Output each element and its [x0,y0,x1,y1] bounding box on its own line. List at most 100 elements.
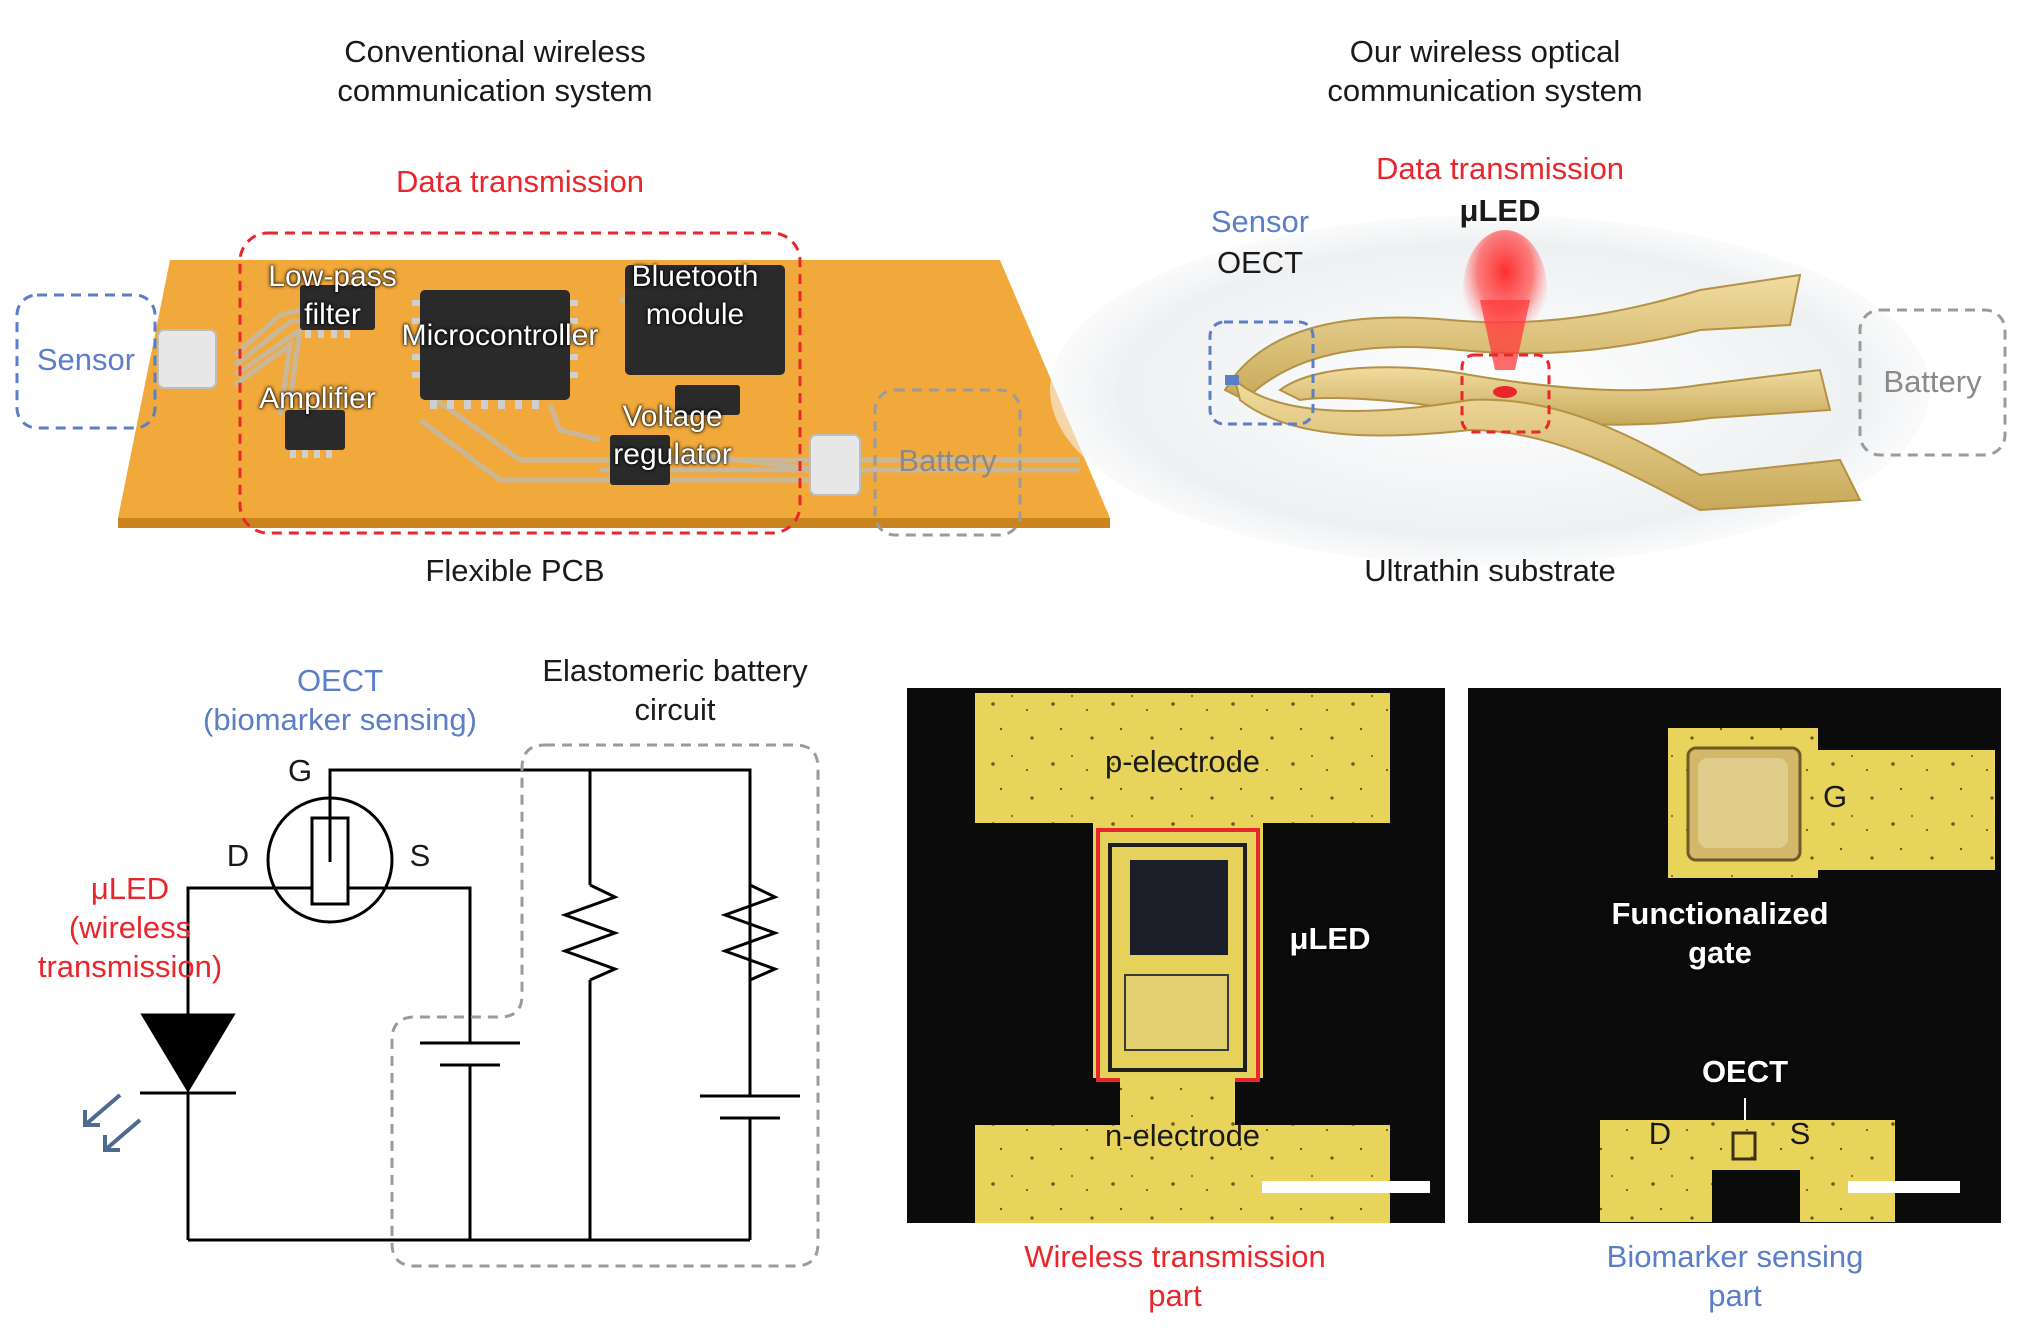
p-electrode-label: p-electrode [1104,744,1261,779]
amplifier-chip [285,410,345,450]
battery-circuit-outline [390,743,820,1268]
drain-wire [186,886,312,1015]
bluetooth-module-label: Bluetooth module [610,258,780,333]
source-wire [348,886,472,1043]
panel-e [1468,688,2001,1223]
pcb-edge [118,518,1110,528]
uled-lower-contact [1124,974,1229,1051]
voltage-regulator-label: Voltage regulator [590,398,755,473]
low-pass-filter-label-line1: Low-pass [268,260,397,293]
chip-pins [290,300,578,458]
panel-d-caption-line2: part [1148,1277,1202,1313]
n-electrode-neck [1120,1078,1235,1128]
uled-box [1460,353,1551,434]
battery-connector [809,434,861,496]
panel-b [1050,215,2007,565]
microcontroller-label: Microcontroller [401,319,599,352]
panel-c-uled-label-line3: transmission) [37,948,223,984]
bluetooth-chip [625,265,785,375]
panel-c-oect-label-line2: (biomarker sensing) [203,701,477,737]
oect-box [1208,320,1315,426]
uled-chip [1493,386,1517,398]
n-electrode-label: n-electrode [1104,1118,1261,1153]
panel-e-caption-line1: Biomarker sensing [1606,1239,1864,1274]
panel-a-title: Conventional wireless communication syst… [330,33,660,111]
uled-light-glow [1463,230,1547,350]
p-electrode-pad [975,693,1390,823]
panel-c-uled-label-line2: (wireless [68,909,192,945]
panel-c-battery-circuit-label-line1: Elastomeric battery [542,653,808,688]
panel-e-caption-line2: part [1708,1277,1762,1313]
panel-c-oect-label: OECT (biomarker sensing) [190,662,490,740]
source-terminal-label: S [409,838,431,873]
panel-a-caption: Flexible PCB [425,553,605,588]
battery-box-b [1858,308,2007,457]
amplifier-label: Amplifier [259,382,376,415]
gate-wire [328,768,752,1240]
functionalized-gate-label: Functionalized gate [1590,895,1850,973]
battery-box [873,388,1022,537]
panel-b-title-line2: communication system [1327,72,1643,108]
panel-e-caption: Biomarker sensing part [1560,1238,1910,1316]
panel-d-caption-line1: Wireless transmission [1024,1239,1326,1274]
scale-bar-d [1262,1181,1430,1193]
resistor-1 [560,883,620,982]
bluetooth-module-label-line1: Bluetooth [631,260,759,293]
gate-terminal-label: G [287,753,313,788]
sensor-connector [157,329,217,389]
panel-e-source-label: S [1789,1116,1811,1151]
panel-a-title-line2: communication system [337,72,653,108]
panel-b-sensor-label: Sensor [1210,204,1310,239]
emission-arrows [83,1093,142,1152]
voltage-regulator-chip [610,435,670,485]
panel-c-uled-label-line1: μLED [90,871,170,906]
panel-c-uled-label: μLED (wireless transmission) [30,870,230,986]
panel-c-oect-label-line1: OECT [296,663,384,698]
panel-a-battery-label: Battery [898,443,997,478]
drain-terminal-label: D [226,838,250,873]
panel-b-oect-label: OECT [1216,245,1304,280]
resistor-2 [720,883,780,982]
uled-active-area [1108,843,1247,1072]
voltage-regulator-label-line2: regulator [613,437,732,471]
data-transmission-box [238,231,802,535]
panel-b-caption: Ultrathin substrate [1364,553,1616,588]
panel-e-oect-label: OECT [1701,1054,1789,1089]
panel-b-data-transmission-label: Data transmission [1375,151,1625,186]
uled-dark-region [1130,860,1228,955]
panel-c-battery-circuit-label: Elastomeric battery circuit [525,652,825,730]
panel-b-battery-label: Battery [1883,364,1982,399]
low-pass-filter-chip [300,285,375,330]
functionalized-gate-label-line1: Functionalized [1611,896,1829,931]
panel-e-drain-label: D [1648,1116,1672,1151]
panel-e-gate-label: G [1822,779,1848,814]
panel-c [83,743,820,1268]
panel-d-caption: Wireless transmission part [1000,1238,1350,1316]
low-pass-filter-label: Low-pass filter [250,258,415,333]
panel-b-uled-label: μLED [1459,193,1541,228]
oect-device [1225,375,1239,385]
bluetooth-module-label-line2: module [645,297,745,331]
panel-b-title-line1: Our wireless optical [1349,34,1621,69]
scale-bar-e [1848,1181,1960,1193]
panel-c-battery-circuit-label-line2: circuit [634,691,716,727]
panel-b-title: Our wireless optical communication syste… [1300,33,1670,111]
panel-a-title-line1: Conventional wireless [344,34,646,69]
low-pass-filter-label-line2: filter [304,297,361,331]
panel-d [907,688,1445,1223]
microcontroller-chip [420,290,570,400]
small-chip [675,385,740,415]
gate-electrode-arm [1810,750,1995,870]
panel-a [15,231,1110,537]
sensor-box [15,293,157,430]
panel-d-uled-label: μLED [1289,921,1371,956]
uled-diode-symbol [140,1013,236,1093]
oect-channel-micro [1731,1131,1757,1161]
uled-light-cone [1480,300,1530,370]
drain-source-electrodes [1600,1120,1895,1222]
panel-a-data-transmission-label: Data transmission [395,164,645,199]
panel-a-sensor-label: Sensor [36,342,136,377]
n-electrode-pad [975,1125,1390,1223]
voltage-regulator-label-line1: Voltage [622,400,723,433]
